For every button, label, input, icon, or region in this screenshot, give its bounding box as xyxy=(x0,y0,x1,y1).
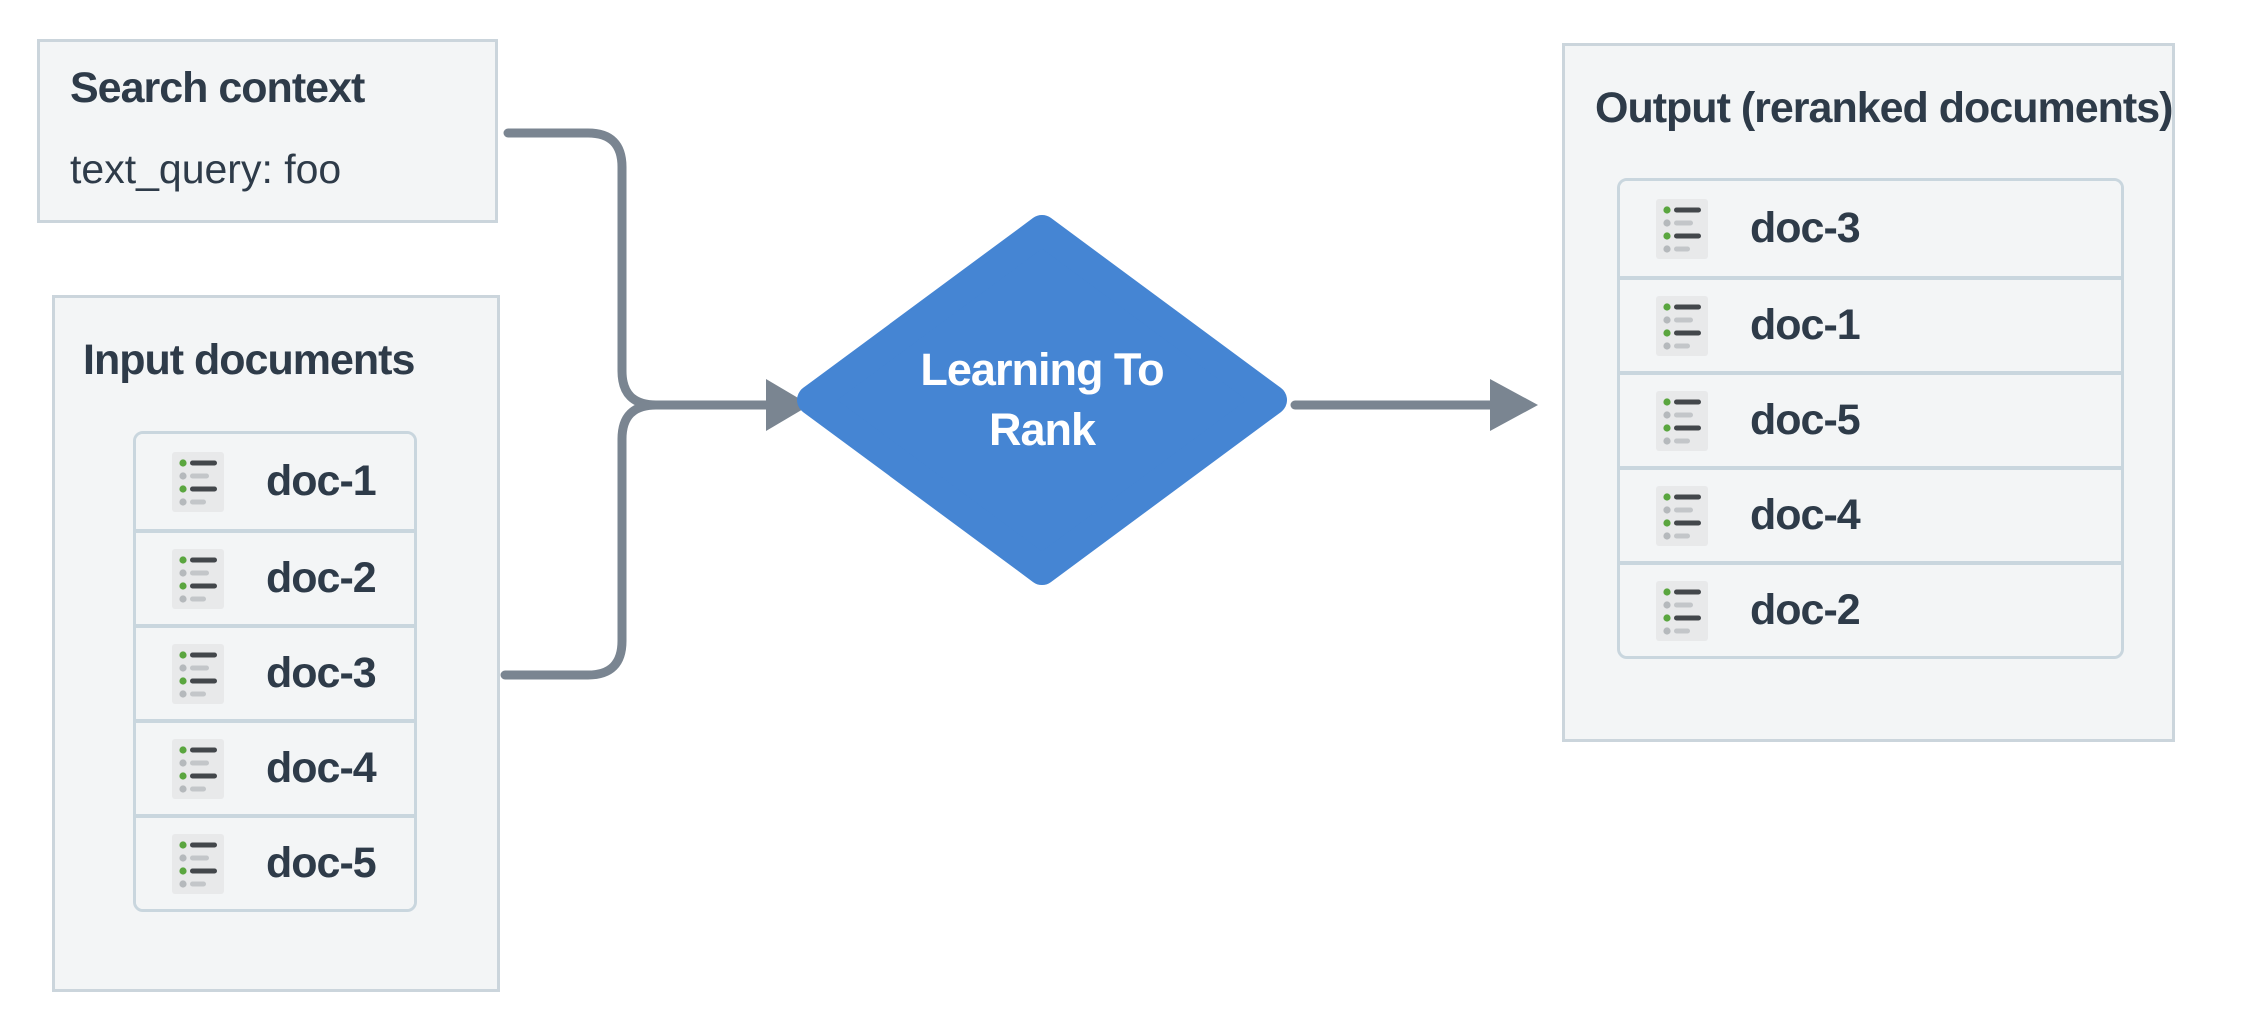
document-list-icon xyxy=(1656,390,1708,451)
output-doc-list: doc-3 doc-1 xyxy=(1617,178,2124,659)
input-documents-connector xyxy=(500,400,771,680)
output-arrowhead-icon xyxy=(1490,379,1538,431)
input-doc-list: doc-1 doc-2 xyxy=(133,431,417,912)
doc-card: doc-2 xyxy=(1620,561,2121,656)
search-context-panel: Search context text_query: foo xyxy=(37,39,498,223)
document-list-icon xyxy=(1656,295,1708,356)
document-list-icon xyxy=(172,738,224,799)
doc-label: doc-1 xyxy=(1750,301,1861,349)
doc-card: doc-5 xyxy=(136,814,414,909)
search-context-connector xyxy=(503,128,771,410)
doc-label: doc-2 xyxy=(266,554,377,602)
search-context-title: Search context xyxy=(70,64,365,112)
search-query-text: text_query: foo xyxy=(70,146,342,192)
doc-label: doc-4 xyxy=(266,744,377,792)
doc-card: doc-1 xyxy=(1620,276,2121,371)
doc-label: doc-3 xyxy=(1750,204,1861,252)
doc-card: doc-1 xyxy=(136,434,414,529)
document-list-icon xyxy=(172,833,224,894)
doc-label: doc-1 xyxy=(266,457,377,505)
output-documents-title: Output (reranked documents) xyxy=(1595,84,2173,132)
document-list-icon xyxy=(172,451,224,512)
diamond-shape xyxy=(797,215,1287,585)
doc-label: doc-4 xyxy=(1750,491,1861,539)
doc-label: doc-2 xyxy=(1750,586,1861,634)
doc-label: doc-5 xyxy=(1750,396,1861,444)
input-documents-panel: Input documents doc-1 xyxy=(52,295,500,992)
doc-card: doc-4 xyxy=(136,719,414,814)
document-list-icon xyxy=(1656,198,1708,259)
document-list-icon xyxy=(172,643,224,704)
learning-to-rank-node xyxy=(797,215,1287,585)
document-list-icon xyxy=(1656,485,1708,546)
doc-card: doc-2 xyxy=(136,529,414,624)
document-list-icon xyxy=(172,548,224,609)
doc-card: doc-4 xyxy=(1620,466,2121,561)
doc-label: doc-3 xyxy=(266,649,377,697)
doc-card: doc-5 xyxy=(1620,371,2121,466)
doc-card: doc-3 xyxy=(136,624,414,719)
output-documents-panel: Output (reranked documents) xyxy=(1562,43,2175,742)
input-documents-title: Input documents xyxy=(83,336,415,384)
doc-card: doc-3 xyxy=(1620,181,2121,276)
document-list-icon xyxy=(1656,580,1708,641)
doc-label: doc-5 xyxy=(266,839,377,887)
